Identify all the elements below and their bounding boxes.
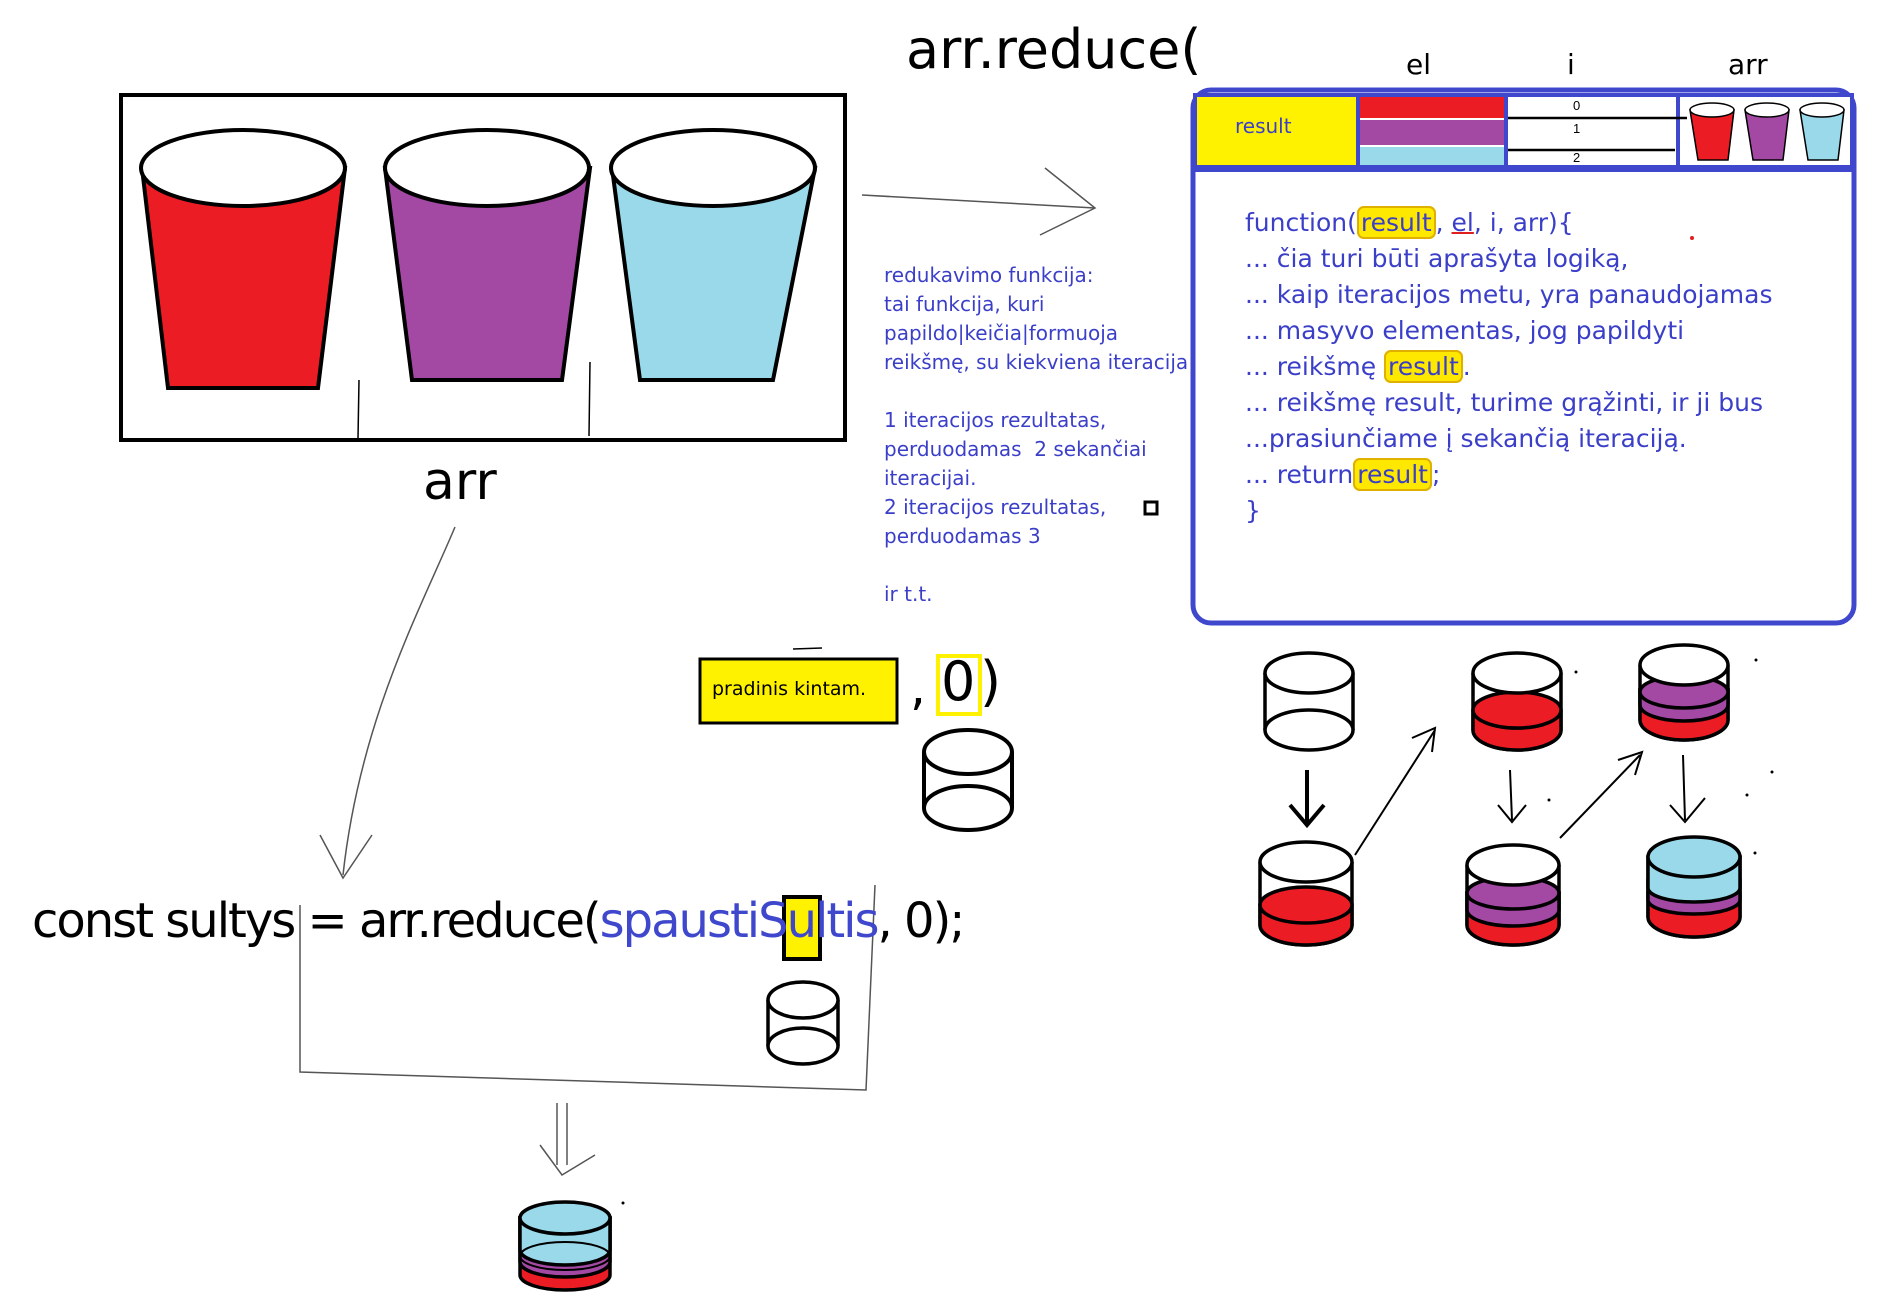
explanation-line: papildo|keičia|formuoja: [884, 321, 1119, 345]
explanation-line: [884, 551, 1188, 580]
code-line-4: ... masyvo elementas, jog papildyti: [1245, 316, 1685, 345]
code-line-5: ... reikšmę result.: [1245, 350, 1471, 383]
result-param: result: [1356, 206, 1436, 239]
code-line-9: }: [1245, 496, 1261, 525]
index-1: 1: [1573, 121, 1581, 136]
explanation-line: 1 iteracijos rezultatas,: [884, 408, 1107, 432]
el-red-row: [1360, 97, 1504, 118]
el-param: el: [1451, 208, 1474, 237]
code-bracket: [299, 884, 876, 1091]
initial-value-box: [936, 654, 982, 716]
explanation-line: perduodamas 3: [884, 524, 1041, 548]
small-square-marker: [1143, 500, 1159, 516]
code-callback: spaustiSultis: [599, 893, 880, 949]
code-line-3: ... kaip iteracijos metu, yra panaudojam…: [1245, 280, 1773, 309]
iter-empty-top: [1263, 651, 1355, 752]
arr-label: arr: [423, 452, 497, 512]
index-2: 2: [1573, 150, 1581, 165]
column-arr: arr: [1728, 48, 1768, 81]
title-call: arr.reduce(: [906, 18, 1202, 81]
code-line-1: function(result, el, i, arr){: [1245, 206, 1574, 239]
el-purple-row: [1360, 120, 1504, 145]
code-zero-box: [782, 895, 822, 961]
iter-red-bottom: [1258, 840, 1354, 947]
code-line-6: ... reikšmę result, turime grąžinti, ir …: [1245, 388, 1763, 417]
explanation-line: perduodamas 2 sekančiai: [884, 437, 1147, 461]
arrow-to-function: [861, 167, 1097, 236]
iter-purple-top: [1638, 643, 1730, 742]
empty-cylinder-initial: [922, 728, 1014, 832]
initial-value: 0: [941, 650, 976, 713]
explanation-line: ir t.t.: [884, 582, 933, 606]
explanation-text: redukavimo funkcija: tai funkcija, kuri pa…: [884, 232, 1188, 638]
arrow-arr-to-code: [319, 526, 456, 880]
code-comma: ,: [877, 893, 905, 949]
el-blue-row: [1360, 147, 1504, 165]
explanation-line: redukavimo funkcija:: [884, 263, 1094, 287]
empty-cylinder-code: [766, 980, 840, 1066]
explanation-line: 2 iteracijos rezultatas,: [884, 495, 1107, 519]
column-el: el: [1406, 48, 1432, 81]
explanation-line: reikšmę, su kiekviena iteracija: [884, 350, 1189, 374]
explanation-line: tai funkcija, kuri: [884, 292, 1045, 316]
initial-comma: ,: [910, 658, 926, 716]
initial-label-box: [698, 657, 899, 725]
purple-cup: [382, 128, 593, 382]
result-cell: [1193, 93, 1360, 169]
lightblue-cup: [609, 128, 818, 382]
index-0: 0: [1573, 98, 1581, 113]
code-line: const sultys = arr.reduce(spaustiSultis,…: [32, 893, 966, 949]
iter-blue-bottom: [1646, 835, 1742, 939]
code-end: );: [932, 893, 966, 949]
explanation-line: iteracijai.: [884, 466, 977, 490]
function-code: function(result, el, i, arr){ ... čia tu…: [1245, 205, 1772, 529]
red-cup: [139, 128, 348, 390]
iter-purple-bottom: [1465, 843, 1561, 947]
iteration-arrows: [1288, 726, 1706, 856]
arrow-to-result: [539, 1103, 596, 1176]
code-initial: 0: [904, 893, 935, 949]
column-i: i: [1567, 48, 1575, 81]
code-line-2: ... čia turi būti aprašyta logiką,: [1245, 244, 1629, 273]
arr-small-cups: [1689, 102, 1845, 161]
explanation-line: [884, 377, 1188, 406]
code-line-7: ...prasiunčiame į sekančią iteraciją.: [1245, 424, 1687, 453]
code-reduce: arr.reduce(: [359, 893, 602, 949]
initial-label: pradinis kintam.: [712, 678, 867, 700]
result-cell-label: result: [1235, 114, 1292, 138]
iter-red-top: [1471, 651, 1563, 752]
initial-paren: ): [980, 650, 1002, 713]
code-const: const sultys =: [32, 893, 359, 949]
final-juice-cylinder: [518, 1200, 612, 1292]
